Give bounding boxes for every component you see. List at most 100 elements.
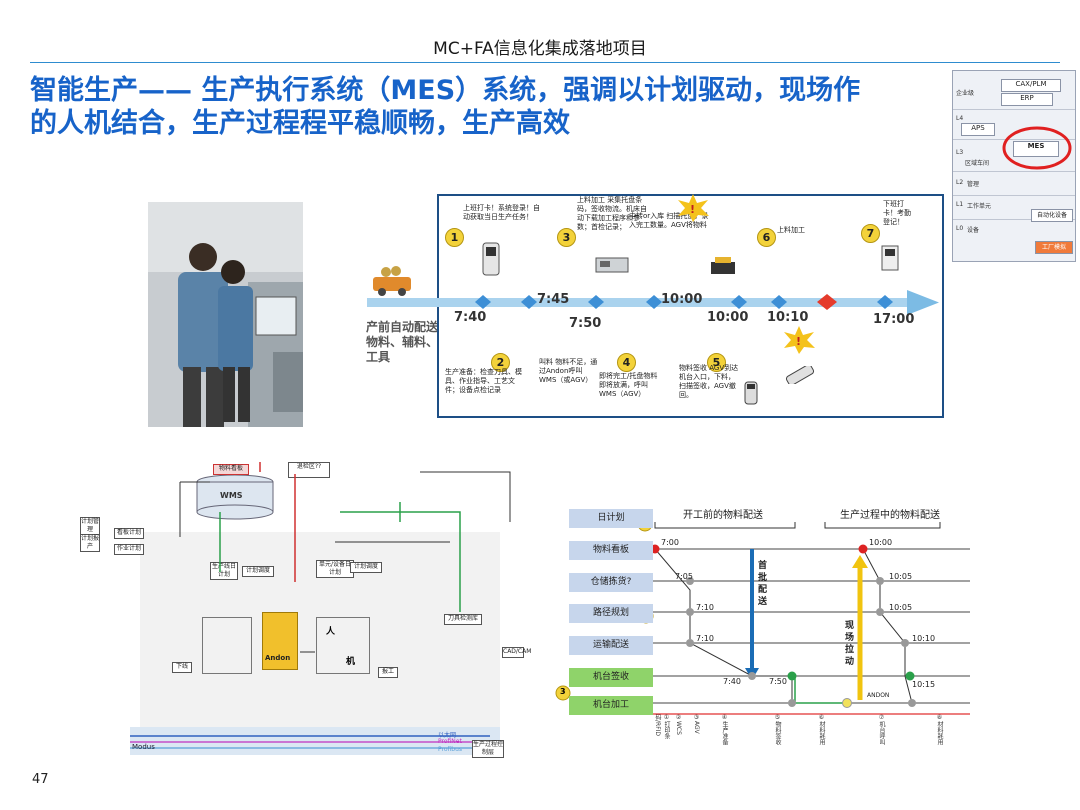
alert-burst-icon: ! [678, 194, 709, 222]
step-badge: 4 [617, 353, 636, 372]
time-label: 10:00 [869, 538, 893, 547]
ethernet-label: 以太网 [438, 732, 457, 739]
wms-label: WMS [220, 491, 243, 500]
level-label-l3: L3 [956, 149, 964, 156]
plan-report-box: 计划报产 [80, 534, 100, 552]
wms-database-icon [196, 474, 274, 520]
flow-step: 仓储拣货? [569, 573, 653, 592]
in-process-delivery-header: 生产过程中的物料配送 [840, 510, 940, 521]
svg-text:!: ! [796, 335, 801, 348]
stage-label: ⑥材料耗用 [818, 714, 825, 745]
stage-label: ⑧材料耗用 [936, 714, 943, 745]
factory-sim-box: 工厂模拟 [1035, 241, 1073, 254]
row-label-device: 设备 [967, 227, 980, 234]
time-label: 7:10 [696, 634, 714, 643]
timeline-arrow [367, 290, 939, 315]
slide-title: 智能生产—— 生产执行系统（MES）系统，强调以计划驱动，现场作 的人机结合，生… [30, 74, 960, 140]
time-label: 7:00 [661, 538, 679, 547]
fieldbus-band [130, 727, 500, 755]
barcode-reader-icon [785, 366, 815, 384]
kiosk-terminal-icon [482, 242, 500, 276]
transfer-note: 中转or入库 扫描托盘，录入完工数量。AGV将物料 [629, 212, 709, 229]
profinet-label: ProfiNet [438, 738, 462, 745]
step-description: 即将完工/托盘物料即将放满，呼叫WMS（AGV） [599, 372, 658, 398]
row-label-workshop: 区域车间 [965, 160, 990, 167]
stage-label: ②WCS [675, 714, 682, 735]
mes-highlight-circle [1002, 126, 1072, 170]
time-label: 10:15 [912, 680, 936, 689]
agv-cart-icon [711, 257, 735, 274]
person-label: 人 [326, 627, 336, 637]
page-number: 47 [32, 772, 49, 787]
cax-plm-box: CAX/PLM [1001, 79, 1061, 92]
stage-label: ③AGV [693, 714, 700, 734]
flow-step: 运输配送 [569, 636, 653, 655]
system-level-diagram: 企业级 L4 L3 区域车间 L2 管理 L1 工作单元 L0 设备 CAX/P… [952, 70, 1076, 262]
stage-label: ①打印条码/RFID [654, 714, 670, 739]
row-label-manage: 管理 [967, 181, 980, 188]
time-label: 7:10 [696, 603, 714, 612]
first-batch-label: 首批配送 [758, 561, 768, 607]
document-header: MC+FA信息化集成落地项目 [433, 39, 647, 59]
step-description: 物料签收 AGV到达机台入口，下料，扫描签收，AGV撤回。 [679, 364, 739, 399]
step-description: 上班打卡！系统登录！自动获取当日生产任务！ [463, 204, 540, 221]
connection-lines [179, 462, 511, 653]
flow-step: 机台签收 [569, 668, 653, 687]
step-badge: 1 [445, 228, 464, 247]
line-daily-plan-box: 生产线日计划 [210, 562, 238, 580]
timeline-nodes [475, 294, 893, 310]
fieldbus-lines [130, 735, 490, 749]
level-label-l0: L0 [956, 225, 964, 232]
andon-label: ANDON [867, 692, 890, 699]
level-label-l4: L4 [956, 115, 964, 122]
title-line-1: 智能生产—— 生产执行系统（MES）系统，强调以计划驱动，现场作 [30, 75, 861, 106]
step-badge: 2 [491, 353, 510, 372]
delivery-vehicle-icon [368, 262, 418, 301]
machine-tool-icon [595, 257, 629, 273]
material-board-box: 物料看板 [213, 464, 249, 475]
time-label: 7:40 [723, 677, 741, 686]
time-label: 10:05 [889, 572, 913, 581]
time-label: 7:50 [769, 677, 787, 686]
level-label-l2: L2 [956, 179, 964, 186]
time-label: 7:40 [454, 310, 487, 325]
header-divider [30, 62, 1060, 63]
step-description: 下班打卡！考勤登记！ [883, 200, 911, 226]
time-label: 7:45 [537, 292, 570, 307]
time-label: 7:05 [675, 572, 693, 581]
step-badge: 6 [757, 228, 776, 247]
offline-box: 下线 [172, 662, 192, 673]
machine-label: 机 [346, 657, 356, 667]
erp-box: ERP [1001, 93, 1053, 106]
svg-text:!: ! [690, 203, 695, 216]
kanban-plan-box: 看板计划 [114, 528, 144, 539]
step-badge: 5 [707, 353, 726, 372]
flow-step: 物料看板 [569, 541, 653, 560]
time-label: 10:05 [889, 603, 913, 612]
row-label-cell: 工作单元 [967, 203, 992, 210]
daily-production-timeline: 7:40 7:45 7:50 10:00 10:00 10:10 17:00 1… [367, 194, 944, 418]
person-machine-frame [316, 617, 370, 674]
mes-architecture-diagram: WMS 物料看板 退检区?? 计划管理 计划报产 看板计划 作业计划 生产线日计… [80, 462, 531, 762]
time-label: 10:00 [661, 292, 703, 307]
inspection-area-box: 退检区?? [288, 462, 330, 478]
time-label: 7:50 [569, 316, 602, 331]
pre-production-delivery-label: 产前自动配送物料、辅料、工具 [366, 320, 439, 364]
step-description: 上料加工 采集托盘条码，签收物流。机床自动下载加工程序和参数；首检记录； [577, 196, 647, 231]
flow-step: 日计划 [569, 509, 653, 528]
row-label-enterprise: 企业级 [956, 90, 975, 97]
unit-daily-plan-box: 单元/设备日计划 [316, 560, 354, 578]
step-badge: 3 [557, 228, 576, 247]
operator-photo [148, 202, 303, 427]
profibus-label: Profibus [438, 746, 463, 753]
plan-adjust-box: 计划调度 [242, 566, 274, 577]
flow-step: 路径规划 [569, 604, 653, 623]
flow-grid [555, 516, 970, 715]
andon-note: 叫料 物料不足，通过Andon呼叫WMS（或AGV） [539, 358, 598, 384]
step-badge: 3 [560, 687, 566, 696]
plan-management-box: 计划管理 [80, 517, 100, 535]
time-label: 10:00 [707, 310, 749, 325]
time-label: 17:00 [873, 312, 915, 327]
step-description: 生产准备：检查刀具、模具、作业指导、工艺文件；设备点检记录 [445, 368, 522, 394]
alert-burst-icon: ! [784, 326, 815, 354]
